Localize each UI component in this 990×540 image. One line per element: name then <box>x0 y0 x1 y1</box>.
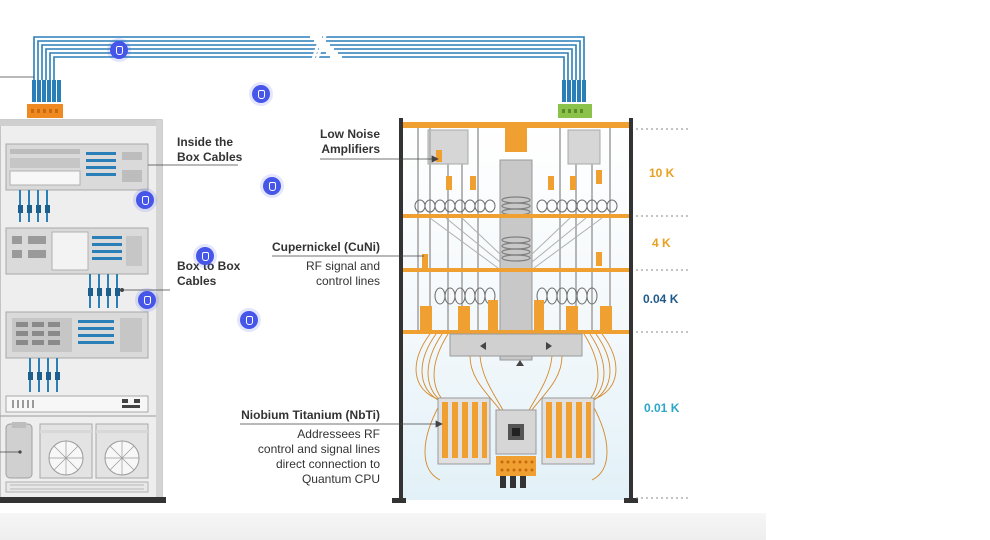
info-hotspot[interactable] <box>196 247 214 265</box>
cuni-desc-line: RF signal and <box>305 259 380 273</box>
cable-break-marks <box>310 32 328 63</box>
nbti-desc-line: Addressees RF <box>297 427 380 441</box>
nbti-desc-line: direct connection to <box>275 457 380 471</box>
box-to-box-cable-bundle <box>33 36 585 80</box>
server-rack <box>0 119 166 503</box>
label-cupernickel: Cupernickel (CuNi) RF signal and control… <box>230 240 380 289</box>
info-hotspot[interactable] <box>263 177 281 195</box>
info-hotspot[interactable] <box>110 41 128 59</box>
leader-lines-cryostat <box>240 155 443 428</box>
temp-001k: 0.01 K <box>644 401 680 415</box>
temp-4k: 4 K <box>652 236 671 250</box>
nbti-desc-line: control and signal lines <box>257 442 380 456</box>
nbti-desc-line: Quantum CPU <box>301 472 380 486</box>
cuni-title: Cupernickel (CuNi) <box>271 240 380 254</box>
info-hotspot[interactable] <box>252 85 270 103</box>
temp-004k: 0.04 K <box>643 292 679 306</box>
left-connector-block <box>27 80 63 118</box>
nbti-title: Niobium Titanium (NbTi) <box>241 408 380 422</box>
footer-bar <box>0 513 766 540</box>
temp-10k: 10 K <box>649 166 675 180</box>
dilution-refrigerator <box>392 118 638 503</box>
leader-lines-rack <box>120 164 238 292</box>
temperature-stage-guides <box>636 128 688 499</box>
cuni-desc-line: control lines <box>315 274 380 288</box>
info-hotspot[interactable] <box>138 291 156 309</box>
info-hotspot[interactable] <box>240 311 258 329</box>
label-niobium-titanium: Niobium Titanium (NbTi) Addressees RF co… <box>200 408 380 487</box>
right-connector-block <box>558 80 592 118</box>
info-hotspot[interactable] <box>136 191 154 209</box>
